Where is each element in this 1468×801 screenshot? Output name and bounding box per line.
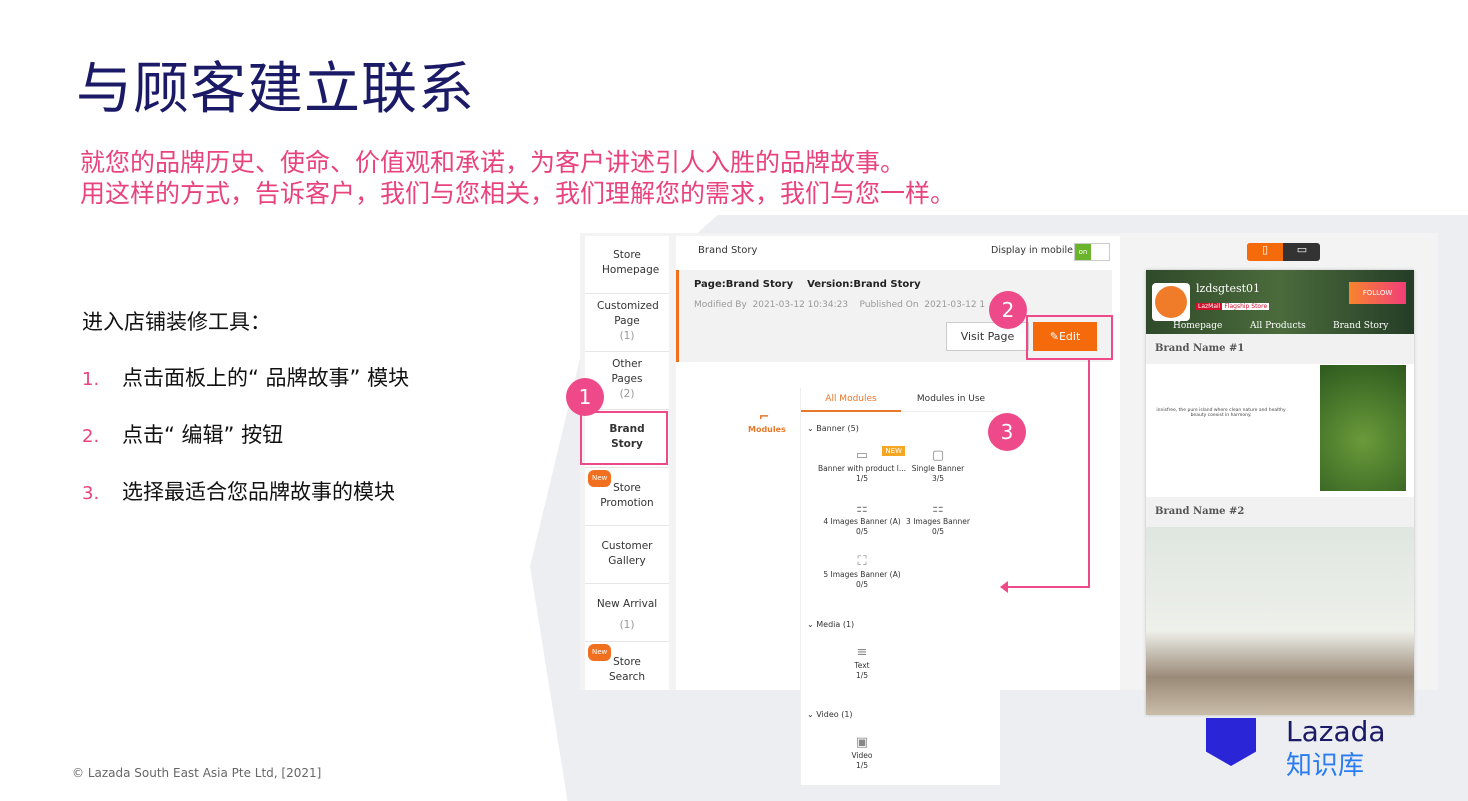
step-2: 2. 点击“ 编辑” 按钮 — [82, 419, 283, 449]
module-4-images[interactable]: ⚏4 Images Banner (A)0/5 — [817, 501, 907, 537]
logo-sub: 知识库 — [1286, 751, 1365, 781]
page-name: Page:Brand Story — [694, 279, 794, 290]
highlight-brand-story — [580, 411, 668, 465]
group-banner[interactable]: ⌄ Banner (5) — [807, 424, 859, 433]
group-video[interactable]: ⌄ Video (1) — [807, 710, 853, 719]
logo-brand: Lazada — [1286, 715, 1386, 748]
sidebar-item-other-pages[interactable]: Other Pages(2) — [585, 352, 669, 410]
tea-leaf-image — [1320, 365, 1406, 491]
brand-name-2: Brand Name #2 — [1146, 497, 1414, 527]
sidebar-item-brand-story[interactable]: Brand Story — [585, 410, 669, 468]
arrow-line-vertical — [1088, 360, 1090, 588]
sidebar-item-store-homepage[interactable]: Store Homepage — [585, 236, 669, 294]
display-mobile-label: Display in mobile — [991, 245, 1073, 256]
nav-homepage[interactable]: Homepage — [1173, 321, 1223, 331]
slide-title: 与顾客建立联系 — [76, 57, 475, 122]
video-icon: ▣ — [855, 735, 869, 750]
sidebar-item-customized-page[interactable]: Customized Page(1) — [585, 294, 669, 352]
group-media[interactable]: ⌄ Media (1) — [807, 620, 855, 629]
brand-name-1: Brand Name #1 — [1146, 334, 1414, 364]
subtitle-line-2: 用这样的方式，告诉客户，我们与您相关，我们理解您的需求，我们与您一样。 — [80, 179, 956, 208]
step-1: 1. 点击面板上的“ 品牌故事” 模块 — [82, 362, 409, 392]
subtitle-line-1: 就您的品牌历史、使命、价值观和承诺，为客户讲述引人入胜的品牌故事。 — [80, 148, 906, 177]
mobile-icon[interactable]: ▯ — [1247, 243, 1283, 261]
modules-nav[interactable]: ⌐Modules — [748, 410, 786, 434]
module-5-images[interactable]: ⛶5 Images Banner (A)0/5 — [817, 554, 907, 590]
new-badge: New — [588, 644, 612, 661]
device-switcher: ▯ ▭ — [1247, 243, 1320, 261]
store-logo — [1152, 283, 1190, 321]
grid-icon: ⛶ — [857, 554, 867, 569]
highlight-edit — [1026, 315, 1113, 360]
modules-panel: All Modules Modules in Use ⌄ Banner (5) … — [800, 388, 1001, 785]
callout-1: 1 — [566, 378, 604, 416]
nav-brand-story[interactable]: Brand Story — [1333, 321, 1389, 331]
desktop-icon[interactable]: ▭ — [1296, 243, 1308, 256]
grid-icon: ⚏ — [932, 501, 944, 516]
step-text: 点击“ 编辑” 按钮 — [122, 423, 284, 447]
sidebar-item-new-arrival[interactable]: New Arrival(1) — [585, 584, 669, 642]
modified-date: 2021-03-12 10:34:23 — [752, 300, 849, 310]
lazmall-badge: LazMall — [1196, 303, 1223, 310]
brand-1-text: innisfree, the pure island where clean n… — [1156, 408, 1286, 418]
paint-roller-icon: ⌐ — [758, 410, 770, 425]
display-mobile-toggle[interactable]: on — [1074, 243, 1110, 261]
step-text: 选择最适合您品牌故事的模块 — [122, 480, 395, 504]
arrow-head-icon — [1000, 581, 1008, 593]
header-title: Brand Story — [698, 245, 758, 256]
flagship-badge: Flagship Store — [1222, 303, 1270, 310]
text-icon: ≡ — [856, 645, 868, 660]
image-icon: ▢ — [931, 448, 945, 463]
grid-icon: ⚏ — [856, 501, 868, 516]
callout-2: 2 — [989, 291, 1027, 329]
nav-all-products[interactable]: All Products — [1250, 321, 1306, 331]
products-image — [1146, 527, 1414, 715]
version-name: Version:Brand Story — [807, 279, 921, 290]
modified-label: Modified By — [694, 300, 747, 310]
module-banner-product[interactable]: NEW▭Banner with product l...1/5 — [817, 446, 907, 483]
tab-modules-in-use[interactable]: Modules in Use — [901, 388, 1001, 412]
arrow-line-horizontal — [1006, 586, 1090, 588]
intro-text: 进入店铺装修工具： — [82, 310, 271, 334]
store-name: lzdsgtest01 — [1196, 282, 1261, 295]
step-number: 1. — [82, 369, 100, 390]
new-badge: New — [588, 470, 612, 487]
step-number: 3. — [82, 483, 100, 504]
callout-3: 3 — [988, 413, 1026, 451]
tab-all-modules[interactable]: All Modules — [801, 388, 901, 412]
edit-icon: ✎ — [1049, 330, 1059, 343]
edit-button[interactable]: ✎Edit — [1033, 322, 1097, 351]
follow-button[interactable]: FOLLOW — [1349, 282, 1406, 304]
published-date: 2021-03-12 1 — [924, 300, 986, 310]
step-3: 3. 选择最适合您品牌故事的模块 — [82, 476, 395, 506]
copyright: © Lazada South East Asia Pte Ltd, [2021] — [72, 766, 322, 780]
new-badge: NEW — [882, 446, 905, 456]
step-text: 点击面板上的“ 品牌故事” 模块 — [122, 366, 410, 390]
published-label: Published On — [859, 300, 919, 310]
step-number: 2. — [82, 426, 100, 447]
sidebar-item-customer-gallery[interactable]: Customer Gallery — [585, 526, 669, 584]
tag-icon: ▭ — [855, 448, 869, 463]
